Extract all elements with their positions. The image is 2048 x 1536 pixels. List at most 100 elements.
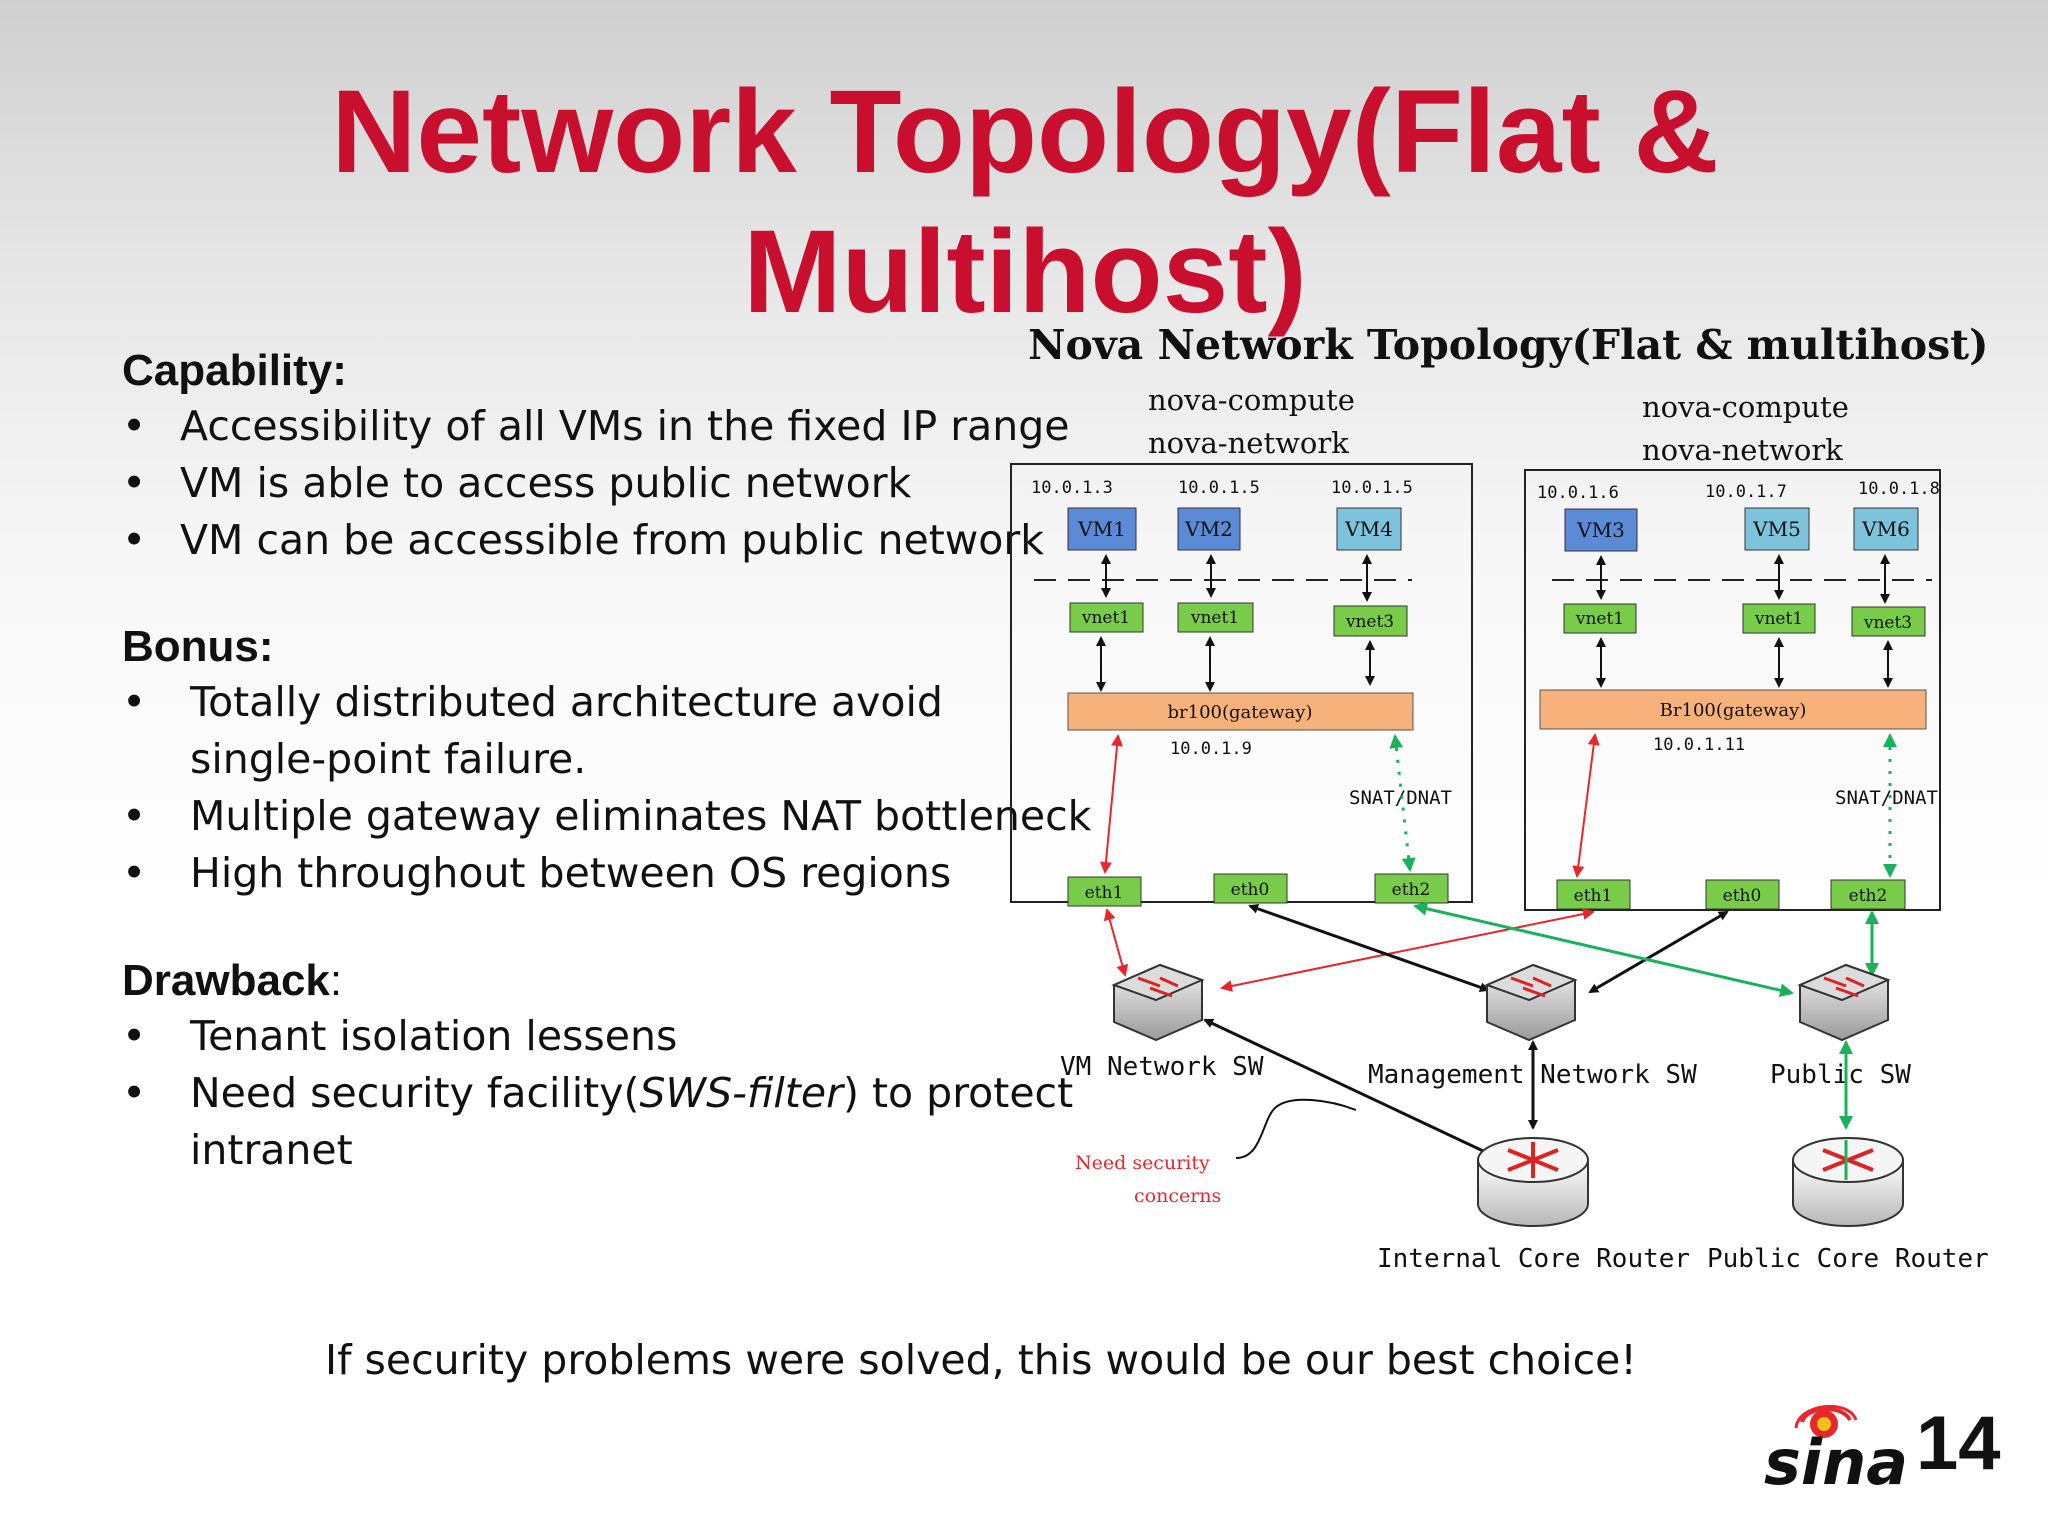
- vm-box: [1744, 507, 1810, 551]
- eth-box: [1374, 873, 1449, 904]
- bonus-item-text: Totally distributed architecture avoid: [190, 678, 943, 726]
- slide-title: Network Topology(Flat & Multihost): [250, 62, 1800, 342]
- drawback-heading-colon: :: [329, 956, 343, 1005]
- vnet-label: vnet3: [1345, 612, 1394, 632]
- vnet-box: [1333, 605, 1408, 637]
- eth-box: [1067, 876, 1142, 907]
- vm-network-switch: [1111, 963, 1205, 1042]
- eth-label: eth0: [1231, 880, 1270, 900]
- host1-ip: 10.0.1.5: [1331, 478, 1413, 498]
- management-network-switch: [1484, 963, 1578, 1042]
- vnet-label: vnet1: [1190, 608, 1239, 628]
- vm-box: [1853, 507, 1919, 551]
- vnet-box: [1563, 603, 1637, 634]
- bullet-marker: •: [122, 459, 147, 507]
- public-switch-label: Public SW: [1770, 1060, 1911, 1090]
- vm-box: [1067, 507, 1137, 551]
- drawback-text-post: ) to protect: [842, 1069, 1074, 1117]
- host1-label-compute: nova-compute: [1148, 383, 1355, 417]
- vnet-label: vnet1: [1754, 609, 1803, 629]
- public-switch: [1797, 963, 1891, 1042]
- vmsw-router-link: [1203, 1018, 1500, 1160]
- host2-ip: 10.0.1.8: [1858, 479, 1940, 499]
- host2-label-compute: nova-compute: [1642, 390, 1849, 424]
- drawback-item-text: Need security facility(SWS-filter) to pr…: [190, 1065, 1073, 1122]
- security-note-line2: concerns: [1134, 1185, 1221, 1207]
- host1-bridge-ip: 10.0.1.9: [1170, 739, 1252, 759]
- vm-label: VM3: [1576, 518, 1625, 542]
- vnet-label: vnet1: [1575, 609, 1624, 629]
- eth2-public-link: [1413, 901, 1794, 998]
- vm-label: VM2: [1184, 517, 1233, 541]
- host2-ip: 10.0.1.6: [1537, 483, 1619, 503]
- capability-item-text: VM is able to access public network: [180, 459, 912, 507]
- bullet-marker: •: [122, 678, 147, 726]
- public-router-label: Public Core Router: [1707, 1244, 1989, 1274]
- host1-bridge: [1067, 692, 1414, 731]
- footer-note: If security problems were solved, this w…: [325, 1336, 1637, 1384]
- eth-box: [1213, 873, 1288, 904]
- vm-label: VM1: [1077, 517, 1126, 541]
- host2-bridge: [1539, 689, 1927, 730]
- eth-label: eth1: [1574, 886, 1613, 906]
- logo-text: sina: [1764, 1426, 1908, 1499]
- eth-label: eth0: [1723, 886, 1762, 906]
- capability-item-text: VM can be accessible from public network: [180, 516, 1044, 564]
- host2-bridge-label: Br100(gateway): [1660, 700, 1807, 721]
- bridge-eth1-link: [1572, 733, 1600, 878]
- eth0-mgmt-link: [1248, 903, 1490, 993]
- capability-item-text: Accessibility of all VMs in the fixed IP…: [180, 402, 1070, 450]
- bonus-heading: Bonus:: [122, 622, 274, 671]
- host1-ip: 10.0.1.5: [1178, 478, 1260, 498]
- vnet-box: [1851, 606, 1926, 637]
- host1-label-network: nova-network: [1148, 426, 1349, 460]
- vm-box: [1177, 507, 1241, 551]
- drawback-heading: Drawback:: [122, 956, 342, 1006]
- host2-ip: 10.0.1.7: [1705, 482, 1787, 502]
- vnet-box: [1177, 602, 1254, 633]
- vnet-box: [1069, 602, 1144, 633]
- slide-title-line2: Multihost): [743, 206, 1307, 338]
- page-number: 14: [1916, 1401, 2001, 1486]
- eth1-vmsw-link: [1103, 908, 1129, 977]
- bullet-marker: •: [122, 402, 147, 450]
- drawback-text-pre: Need security facility(: [190, 1069, 640, 1117]
- bonus-item-text: High throughout between OS regions: [190, 849, 952, 897]
- bonus-item-text-cont: single-point failure.: [190, 735, 587, 783]
- internal-router-label: Internal Core Router: [1377, 1244, 1690, 1274]
- bullet-marker: •: [122, 1012, 147, 1060]
- host2-nat-label: SNAT/DNAT: [1835, 787, 1938, 809]
- host1-bridge-label: br100(gateway): [1168, 702, 1313, 723]
- host2-bridge-ip: 10.0.1.11: [1653, 735, 1745, 755]
- vm-label: VM4: [1344, 517, 1393, 541]
- host1-ip: 10.0.1.3: [1031, 478, 1113, 498]
- host2-label-network: nova-network: [1642, 433, 1843, 467]
- capability-heading: Capability:: [122, 346, 347, 395]
- vm-box: [1336, 507, 1402, 551]
- public-core-router: [1792, 1137, 1904, 1227]
- drawback-text-emphasis: SWS-filter: [639, 1069, 843, 1117]
- vnet-label: vnet1: [1081, 608, 1130, 628]
- sina-logo: sina: [1758, 1398, 1908, 1513]
- slide-title-line1: Network Topology(Flat &: [331, 66, 1719, 198]
- internal-core-router: [1477, 1137, 1589, 1227]
- drawback-item-text: Tenant isolation lessens: [190, 1012, 678, 1060]
- bullet-marker: •: [122, 849, 147, 897]
- vm-network-switch-label: VM Network SW: [1060, 1052, 1264, 1082]
- eth-label: eth2: [1392, 880, 1431, 900]
- vm-label: VM5: [1752, 517, 1801, 541]
- vnet-label: vnet3: [1863, 613, 1912, 633]
- vnet-box: [1742, 603, 1816, 634]
- vm-box: [1564, 508, 1638, 552]
- diagram-title: Nova Network Topology(Flat & multihost): [1028, 321, 1989, 369]
- eth-label: eth1: [1085, 883, 1124, 903]
- eth-box: [1830, 879, 1906, 910]
- bullet-marker: •: [122, 1069, 147, 1117]
- vm-label: VM6: [1861, 517, 1910, 541]
- bullet-marker: •: [122, 516, 147, 564]
- eth-label: eth2: [1849, 886, 1888, 906]
- security-note-pointer: [1235, 1098, 1357, 1159]
- bridge-eth1-link: [1099, 734, 1124, 874]
- drawback-heading-text: Drawback: [122, 956, 330, 1005]
